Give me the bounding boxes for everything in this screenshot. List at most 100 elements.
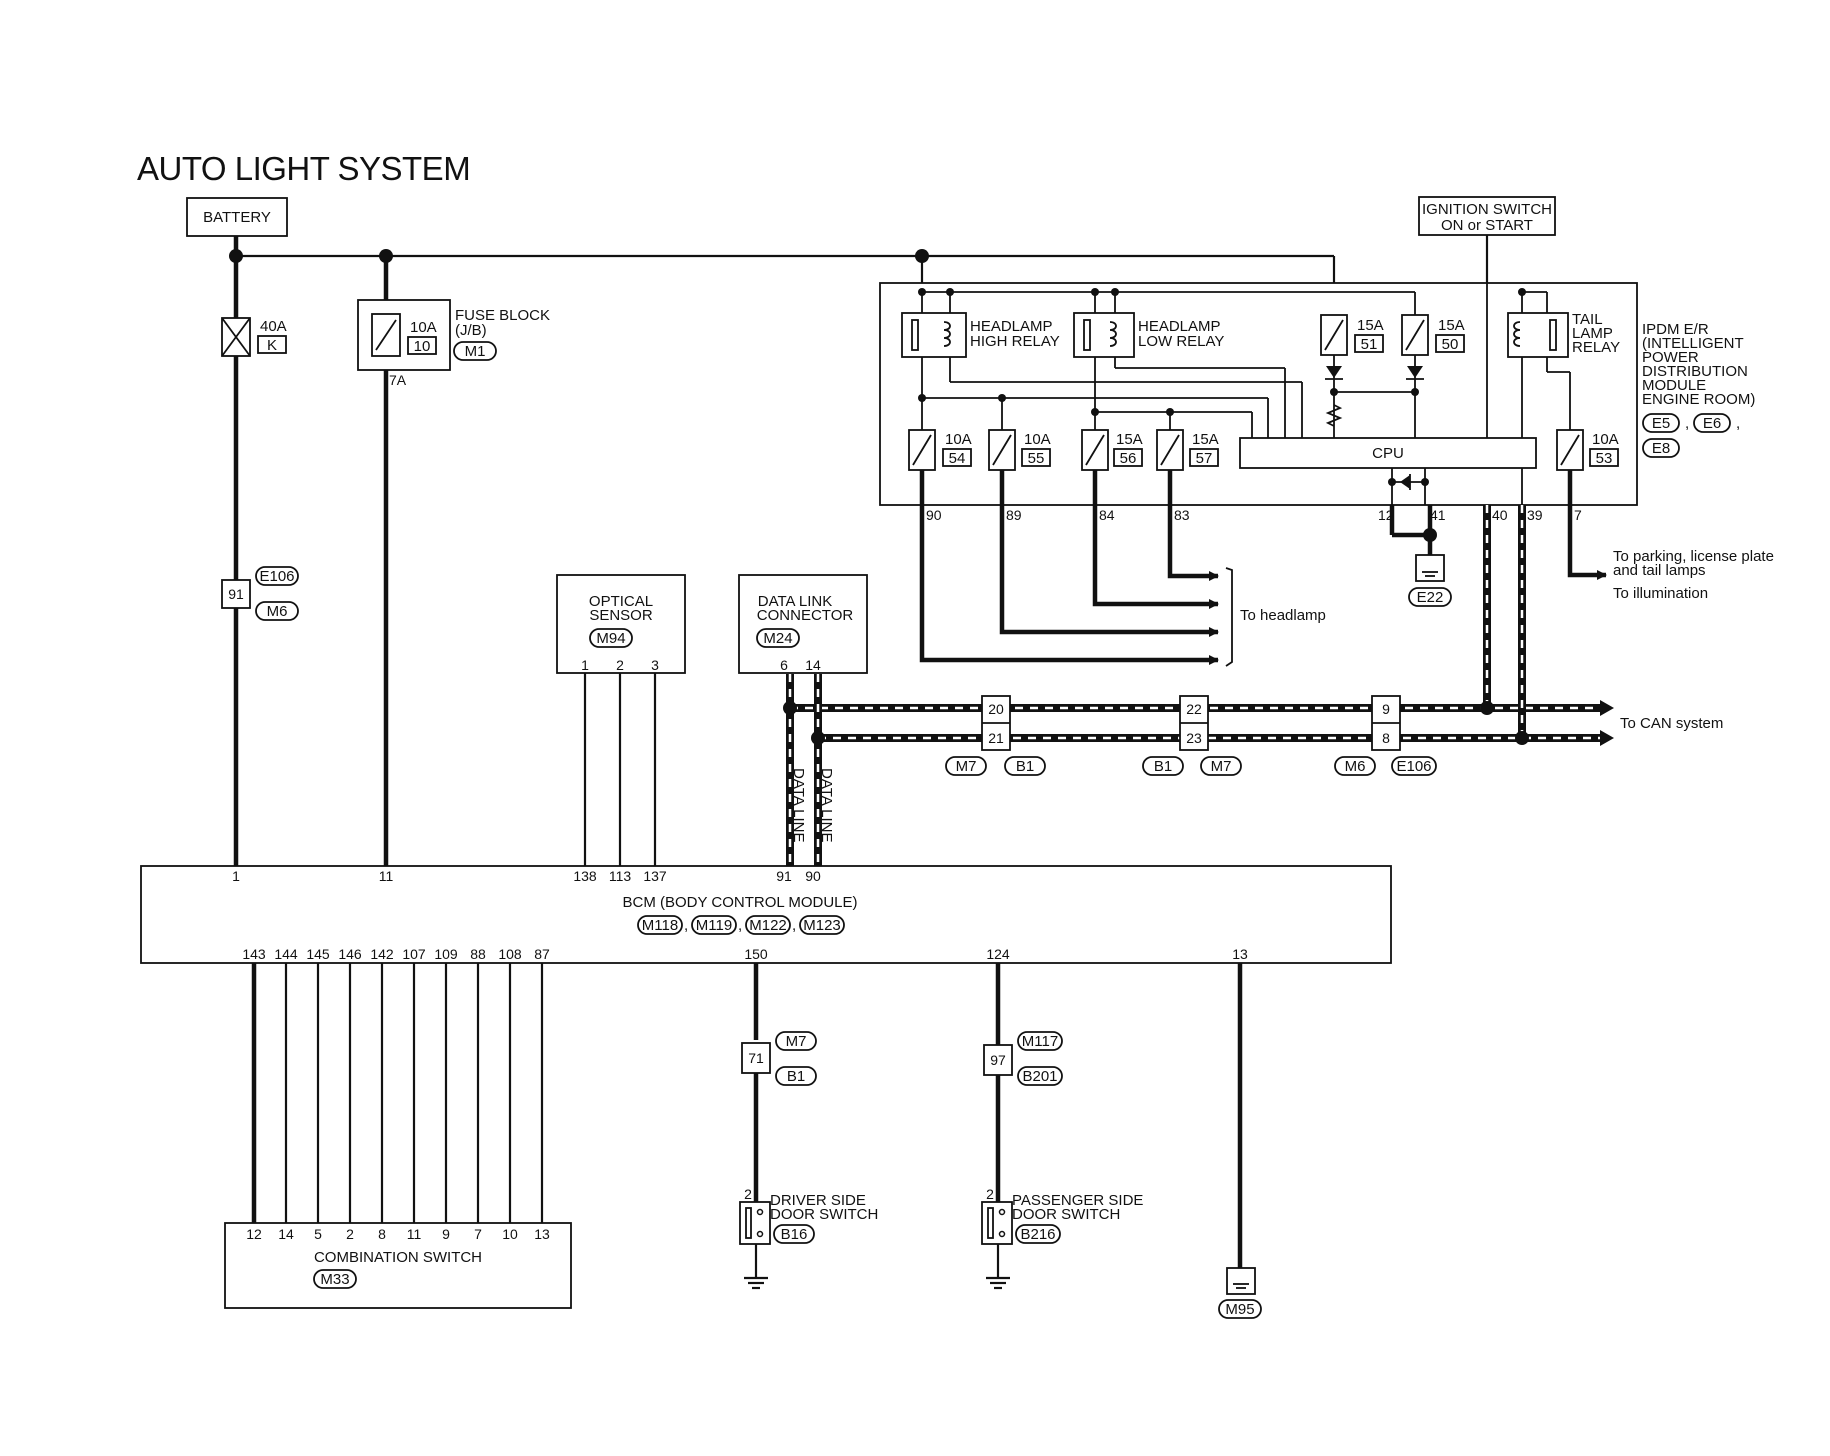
svg-text:M6: M6 [267, 603, 288, 620]
svg-text:M95: M95 [1225, 1301, 1254, 1318]
svg-text:BATTERY: BATTERY [203, 209, 271, 226]
svg-text:10A: 10A [410, 319, 437, 336]
svg-text:10: 10 [502, 1226, 518, 1242]
svg-text:6: 6 [780, 657, 788, 673]
svg-text:7: 7 [1574, 507, 1582, 523]
svg-text:DISTRIBUTION: DISTRIBUTION [1642, 363, 1748, 380]
svg-text:FUSE BLOCK: FUSE BLOCK [455, 307, 550, 324]
svg-text:9: 9 [442, 1226, 450, 1242]
ipdm-fuse-53: 10A 53 [1556, 429, 1619, 471]
svg-text:DRIVER SIDE: DRIVER SIDE [770, 1192, 866, 1209]
svg-text:,: , [792, 917, 796, 934]
to-illumination-label: To illumination [1613, 585, 1708, 602]
svg-text:91: 91 [776, 868, 792, 884]
svg-text:HEADLAMP: HEADLAMP [970, 318, 1053, 335]
svg-text:97: 97 [990, 1052, 1006, 1068]
svg-text:113: 113 [609, 868, 632, 884]
svg-text:50: 50 [1442, 336, 1459, 353]
tail-lamp-relay: TAIL LAMP RELAY [1507, 311, 1620, 358]
svg-text:DOOR SWITCH: DOOR SWITCH [770, 1206, 878, 1223]
svg-text:CONNECTOR: CONNECTOR [757, 607, 854, 624]
svg-text:E106: E106 [1396, 758, 1431, 775]
passenger-door-switch: 2 PASSENGER SIDE DOOR SWITCH B216 [981, 1186, 1143, 1290]
svg-text:57: 57 [1196, 450, 1213, 467]
headlamp-high-relay: HEADLAMP HIGH RELAY [901, 312, 1060, 358]
fuse-40a: 40A K [221, 317, 287, 357]
svg-text:HEADLAMP: HEADLAMP [1138, 318, 1221, 335]
svg-text:41: 41 [1430, 507, 1446, 523]
svg-text:22: 22 [1186, 701, 1202, 717]
svg-text:11: 11 [379, 868, 394, 884]
svg-text:40: 40 [1492, 507, 1508, 523]
svg-text:54: 54 [949, 450, 966, 467]
data-link-connector: DATA LINK CONNECTOR M24 6 14 [738, 574, 868, 674]
svg-text:7A: 7A [389, 372, 407, 388]
data-line-labels: DATA LINE DATA LINE [790, 768, 835, 842]
driver-door-circuit: 71 M7 B1 [741, 963, 817, 1202]
svg-text:40A: 40A [260, 318, 287, 335]
ipdm-er: HEADLAMP HIGH RELAY HEADLAMP LOW RELAY T… [879, 282, 1755, 523]
svg-text:11: 11 [407, 1226, 422, 1242]
svg-text:39: 39 [1527, 507, 1543, 523]
passenger-door-circuit: 97 M117 B201 [983, 963, 1063, 1202]
to-headlamp-label: To headlamp [1240, 607, 1326, 624]
svg-text:14: 14 [278, 1226, 294, 1242]
svg-text:COMBINATION SWITCH: COMBINATION SWITCH [314, 1249, 482, 1266]
optical-sensor: OPTICAL SENSOR M94 1 2 3 [556, 574, 686, 866]
headlamp-outputs: To headlamp [919, 470, 1326, 667]
ignition-switch: IGNITION SWITCH ON or START [1418, 196, 1556, 283]
svg-text:E106: E106 [259, 568, 294, 585]
ipdm-cpu: CPU [1239, 437, 1537, 469]
svg-text:150: 150 [744, 946, 768, 962]
svg-text:SENSOR: SENSOR [589, 607, 653, 624]
svg-text:M119: M119 [696, 917, 732, 934]
svg-text:56: 56 [1120, 450, 1137, 467]
headlamp-low-relay: HEADLAMP LOW RELAY [1073, 312, 1224, 358]
svg-text:M122: M122 [749, 917, 787, 934]
svg-text:1: 1 [232, 868, 240, 884]
svg-text:POWER: POWER [1642, 349, 1699, 366]
svg-text:144: 144 [274, 946, 298, 962]
svg-text:K: K [267, 337, 277, 354]
to-can-label: To CAN system [1620, 715, 1723, 732]
svg-text:M118: M118 [642, 917, 678, 934]
combination-switch-wires [251, 963, 544, 1223]
inline-connector-91: 91 E106 M6 [221, 566, 299, 621]
svg-text:145: 145 [306, 946, 330, 962]
svg-text:ON or START: ON or START [1441, 217, 1533, 234]
parking-output: To parking, license plate and tail lamps… [1567, 470, 1774, 602]
svg-text:M7: M7 [956, 758, 977, 775]
svg-text:M7: M7 [1211, 758, 1232, 775]
svg-text:RELAY: RELAY [1572, 339, 1620, 356]
svg-text:51: 51 [1361, 336, 1378, 353]
svg-text:108: 108 [498, 946, 522, 962]
svg-text:B16: B16 [781, 1226, 808, 1243]
svg-text:IGNITION SWITCH: IGNITION SWITCH [1422, 201, 1552, 218]
fuse-block: 10A 10 FUSE BLOCK (J/B) M1 7A [357, 299, 550, 388]
bcm-bottom-pins: 143 144 145 146 142 107 109 88 108 87 15… [242, 946, 1248, 962]
svg-text:90: 90 [926, 507, 942, 523]
svg-text:E6: E6 [1703, 415, 1721, 432]
svg-text:MODULE: MODULE [1642, 377, 1706, 394]
ipdm-fuse-55: 10A 55 [988, 429, 1051, 471]
ipdm-fuse-50: 15A 50 [1401, 314, 1465, 356]
svg-text:84: 84 [1099, 507, 1115, 523]
svg-text:146: 146 [338, 946, 362, 962]
svg-text:137: 137 [643, 868, 667, 884]
svg-text:23: 23 [1186, 730, 1202, 746]
svg-text:IPDM E/R: IPDM E/R [1642, 321, 1709, 338]
svg-text:M33: M33 [320, 1271, 349, 1288]
svg-text:88: 88 [470, 946, 486, 962]
svg-text:21: 21 [988, 730, 1004, 746]
svg-text:71: 71 [748, 1050, 764, 1066]
svg-text:M94: M94 [596, 630, 625, 647]
svg-text:83: 83 [1174, 507, 1190, 523]
svg-text:87: 87 [534, 946, 550, 962]
svg-text:142: 142 [370, 946, 394, 962]
svg-text:2: 2 [616, 657, 624, 673]
svg-text:TAIL: TAIL [1572, 311, 1603, 328]
svg-text:,: , [684, 917, 688, 934]
svg-text:8: 8 [378, 1226, 386, 1242]
svg-text:,: , [1736, 415, 1740, 432]
svg-text:10A: 10A [945, 431, 972, 448]
